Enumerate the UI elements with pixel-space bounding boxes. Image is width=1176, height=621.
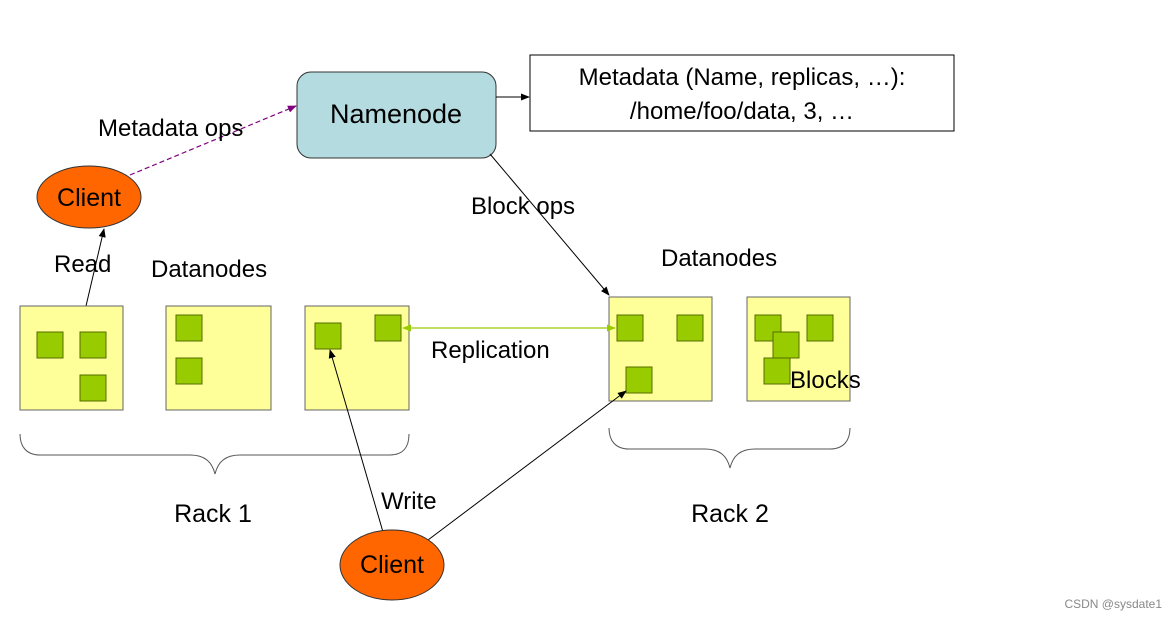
block	[374, 314, 402, 342]
replication-label: Replication	[431, 337, 550, 364]
rack1-brace	[19, 433, 410, 475]
datanode-rack2-1	[608, 296, 713, 402]
read-arrow	[85, 228, 106, 307]
rack2-label: Rack 2	[691, 500, 769, 528]
block	[676, 314, 704, 342]
write-arrow-rack2	[427, 390, 627, 541]
block	[36, 331, 64, 359]
block	[79, 331, 107, 359]
block-ops-label: Block ops	[471, 193, 575, 220]
block	[772, 331, 800, 359]
datanode-rack1-2	[165, 305, 272, 411]
datanode-rack1-3	[304, 305, 410, 411]
namenode-label: Namenode	[330, 99, 462, 129]
read-label: Read	[54, 251, 111, 278]
block	[314, 322, 342, 350]
block-ops-arrow	[489, 153, 610, 296]
metadata-line-2: /home/foo/data, 3, …	[630, 98, 854, 125]
blocks-label: Blocks	[790, 367, 861, 394]
metadata-line-1: Metadata (Name, replicas, …):	[579, 64, 906, 91]
block	[175, 357, 203, 385]
block	[616, 314, 644, 342]
read-client-ellipse	[36, 165, 142, 229]
block	[806, 314, 834, 342]
metadata-box	[529, 54, 955, 132]
rack2-brace	[608, 427, 851, 469]
datanodes-right-label: Datanodes	[661, 245, 777, 272]
write-arrow-rack1	[328, 349, 384, 533]
block	[79, 374, 107, 402]
block	[175, 314, 203, 342]
watermark: CSDN @sysdate1	[1064, 597, 1162, 611]
datanodes-left-label: Datanodes	[151, 256, 267, 283]
write-client-ellipse	[339, 529, 445, 601]
rack1-label: Rack 1	[174, 500, 252, 528]
datanode-rack1-1	[19, 305, 124, 411]
datanode-rack2-2	[746, 296, 851, 402]
block	[763, 357, 791, 385]
read-client-label: Client	[57, 184, 121, 212]
write-label: Write	[381, 488, 437, 515]
block	[625, 366, 653, 394]
metadata-ops-label: Metadata ops	[98, 115, 243, 142]
metadata-ops-arrow	[129, 105, 297, 176]
write-client-label: Client	[360, 551, 424, 579]
namenode-box	[296, 71, 497, 159]
